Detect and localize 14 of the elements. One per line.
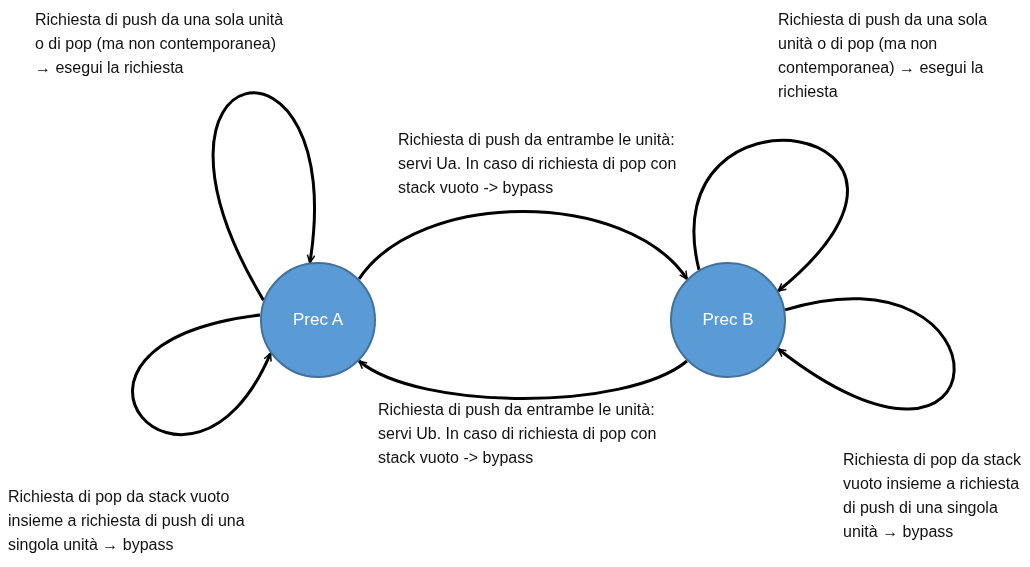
loop-arrow (692, 139, 849, 293)
state-circle: Prec A (260, 262, 376, 378)
state-circle: Prec B (670, 262, 786, 378)
arrow (357, 210, 689, 280)
loop-arrow (132, 313, 272, 436)
loop-arrow (211, 92, 316, 301)
edge-label: Richiesta di push da una sola unità o di pop (ma non contemporanea) → esegui la richiesta (778, 10, 989, 102)
edge-label: Richiesta di push da una sola unità o di pop (ma non contemporanea) → esegui la richiesta (35, 10, 285, 78)
loop-arrow (777, 298, 956, 411)
edge-label: Richiesta di pop da stack vuoto insieme a richiesta di push di una singola unità → bypass (843, 450, 1022, 542)
arrow (358, 359, 688, 400)
edge-label: Richiesta di push da entrambe le unità: servi Ub. In caso di richiesta di pop con stack vuoto -> bypass (378, 400, 658, 468)
edge-label: Richiesta di pop da stack vuoto insieme a richiesta di push di una singola unità → bypass (8, 487, 246, 555)
edge-label: Richiesta di push da entrambe le unità: servi Ua. In caso di richiesta di pop con stack vuoto -> bypass (398, 130, 678, 198)
